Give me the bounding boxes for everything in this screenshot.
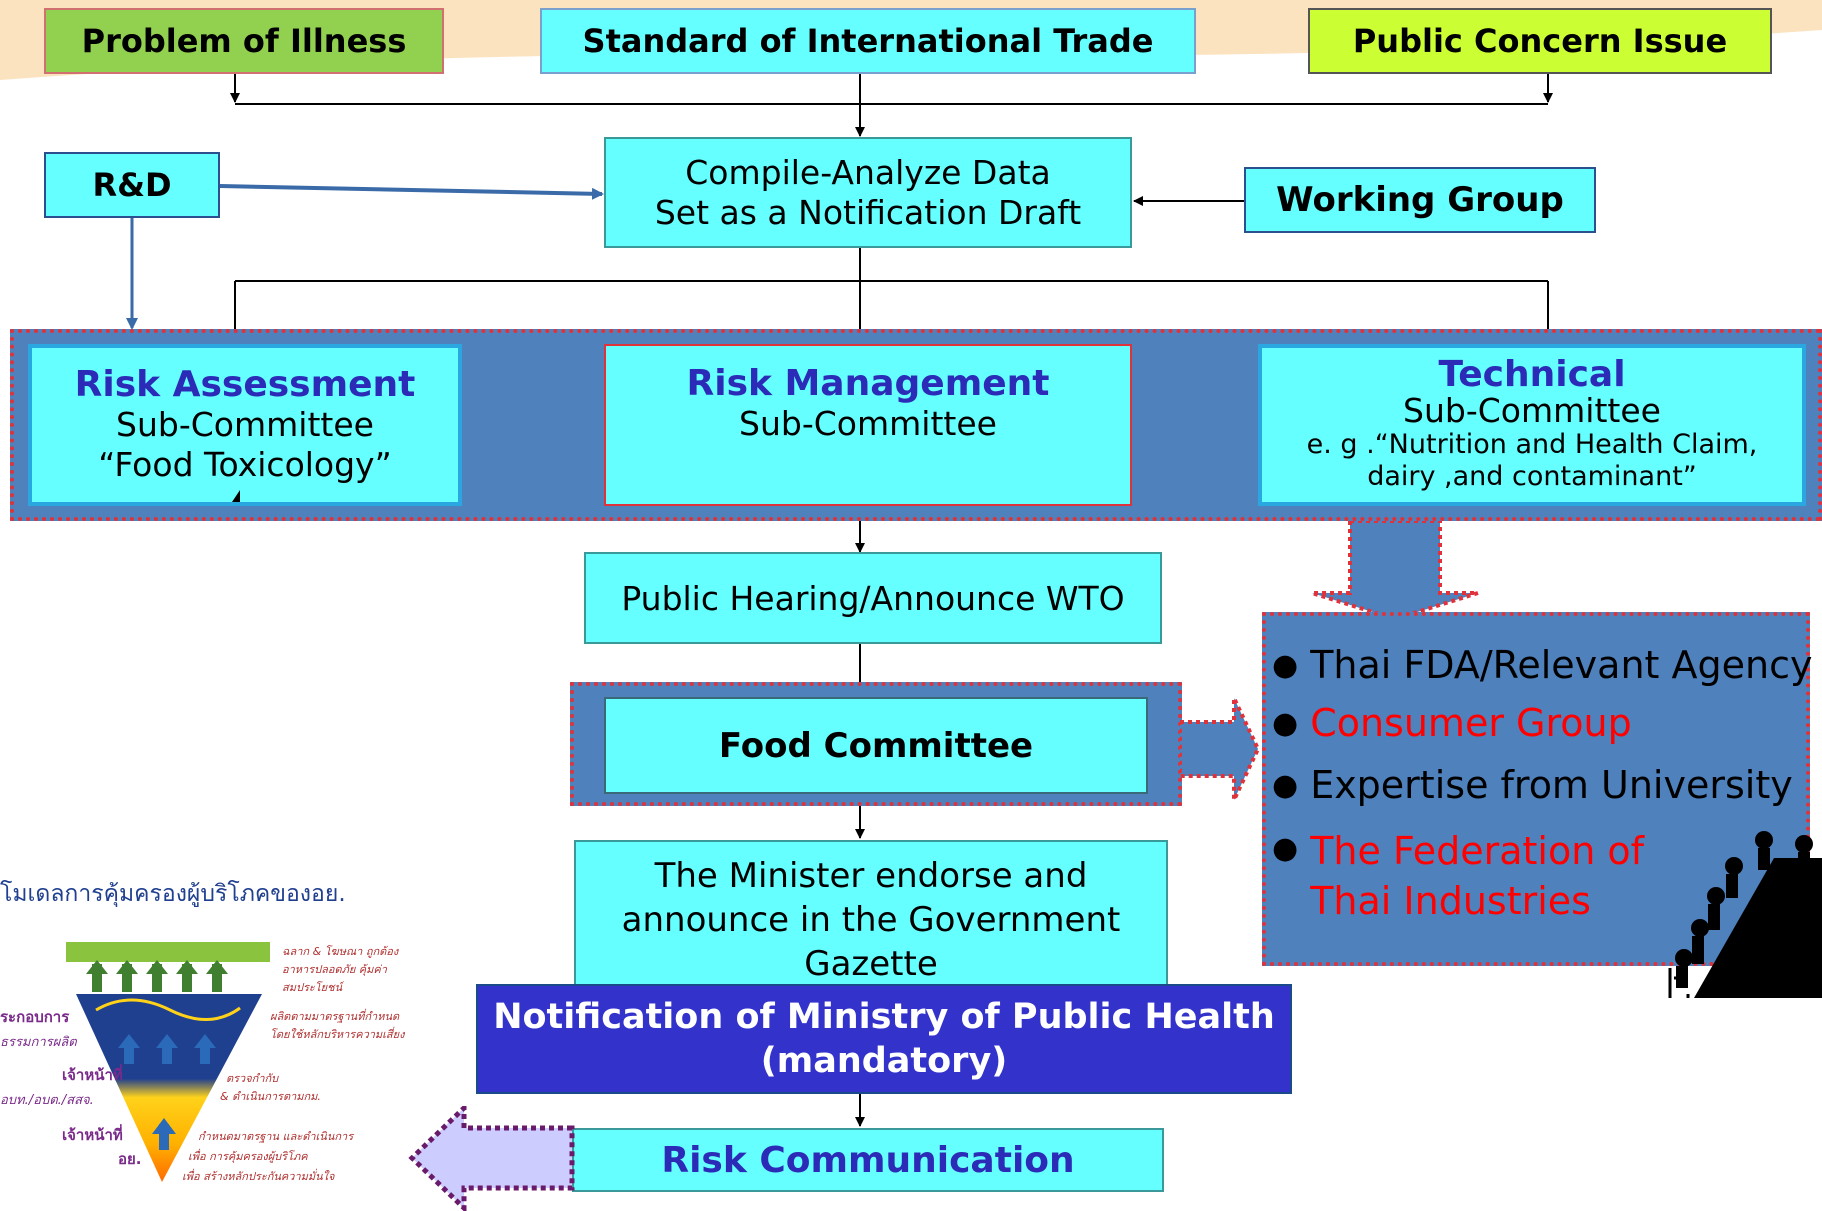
model-right-2: อาหารปลอดภัย คุ้มค่า — [282, 963, 388, 976]
compile-line-2: Set as a Notification Draft — [654, 192, 1082, 232]
problem-of-illness-label: Problem of Illness — [81, 22, 407, 60]
model-left-2: ธรรมการผลิต — [0, 1035, 77, 1050]
working-group-label: Working Group — [1276, 180, 1564, 220]
stakeholder-label: Consumer Group — [1310, 701, 1632, 745]
risk-assessment-title: Risk Assessment — [74, 364, 416, 405]
model-right-3: สมประโยชน์ — [282, 981, 345, 994]
technical-line-2: e. g .“Nutrition and Health Claim, — [1306, 429, 1758, 460]
meeting-icon — [1668, 831, 1822, 998]
notification-line-1: Notification of Ministry of Public Healt… — [493, 997, 1275, 1037]
model-left-4: อบท./อบต./สสจ. — [0, 1093, 94, 1108]
risk-communication-box: Risk Communication — [572, 1128, 1164, 1192]
food-committee-box: Food Committee — [604, 697, 1148, 794]
risk-assessment-line-1: Sub-Committee — [116, 405, 374, 444]
international-trade-label: Standard of International Trade — [582, 22, 1154, 60]
risk-management-title: Risk Management — [686, 363, 1050, 404]
minister-line-1: The Minister endorse and — [654, 856, 1088, 896]
risk-assessment-box: Risk Assessment Sub-Committee “Food Toxi… — [28, 344, 462, 506]
minister-line-2: announce in the Government — [621, 900, 1121, 940]
risk-management-box: Risk Management Sub-Committee — [604, 344, 1132, 506]
minister-line-3: Gazette — [804, 944, 938, 984]
stakeholder-item: ● Consumer Group — [1272, 701, 1632, 745]
rnd-label: R&D — [92, 166, 172, 204]
left-dotted-arrow — [408, 1106, 575, 1211]
model-right-8: กำหนดมาตรฐาน และดำเนินการ — [198, 1130, 355, 1143]
technical-title: Technical — [1438, 354, 1626, 395]
model-right-9: เพื่อ การคุ้มครองผู้บริโภค — [188, 1148, 308, 1163]
public-hearing-box: Public Hearing/Announce WTO — [584, 552, 1162, 644]
model-right-10: เพื่อ สร้างหลักประกันความมั่นใจ — [182, 1168, 335, 1183]
stakeholder-label: Expertise from University — [1310, 763, 1793, 807]
risk-communication-label: Risk Communication — [661, 1139, 1075, 1181]
model-right-4: ผลิตตามมาตรฐานที่กำหนด — [270, 1008, 400, 1023]
working-group-box: Working Group — [1244, 167, 1596, 233]
stakeholders-list: ● Thai FDA/Relevant Agency ● Consumer Gr… — [1272, 636, 1812, 926]
model-right-1: ฉลาก & โฆษณา ถูกต้อง — [282, 945, 400, 958]
problem-of-illness-box: Problem of Illness — [44, 8, 444, 74]
model-right-7: & ดำเนินการตามกม. — [220, 1090, 321, 1103]
down-block-arrow — [1311, 521, 1479, 621]
minister-box: The Minister endorse and announce in the… — [574, 840, 1168, 990]
model-left-1: ระกอบการ — [0, 1008, 70, 1026]
food-committee-label: Food Committee — [718, 725, 1034, 766]
model-right-6: ตรวจกำกับ — [226, 1072, 279, 1085]
right-block-arrow — [1180, 697, 1260, 801]
international-trade-box: Standard of International Trade — [540, 8, 1196, 74]
stakeholder-label: Thai FDA/Relevant Agency — [1310, 643, 1813, 687]
stakeholder-item: ● The Federation of Thai Industries — [1272, 826, 1812, 926]
compile-line-1: Compile-Analyze Data — [685, 152, 1051, 192]
public-concern-label: Public Concern Issue — [1352, 22, 1728, 60]
notification-line-2: (mandatory) — [760, 1041, 1008, 1081]
stakeholder-label-2: Thai Industries — [1310, 879, 1591, 923]
technical-line-3: dairy ,and contaminant” — [1367, 461, 1697, 492]
model-left-3: เจ้าหน้าที่ — [62, 1064, 123, 1084]
risk-management-line-1: Sub-Committee — [739, 404, 997, 443]
thai-model-funnel: ฉลาก & โฆษณา ถูกต้อง อาหารปลอดภัย คุ้มค่… — [0, 942, 406, 1183]
stakeholder-label: The Federation of — [1310, 829, 1645, 873]
public-hearing-label: Public Hearing/Announce WTO — [621, 578, 1125, 618]
rnd-box: R&D — [44, 152, 220, 218]
thai-model-title: โมเดลการคุ้มครองผู้บริโภคของอย. — [0, 881, 346, 907]
notification-box: Notification of Ministry of Public Healt… — [476, 984, 1292, 1094]
technical-line-1: Sub-Committee — [1403, 391, 1661, 430]
stakeholder-item: ● Thai FDA/Relevant Agency — [1272, 643, 1813, 687]
stakeholder-item: ● Expertise from University — [1272, 763, 1793, 807]
model-left-5: เจ้าหน้าที่ — [62, 1124, 123, 1144]
risk-assessment-line-2: “Food Toxicology” — [98, 445, 392, 484]
model-right-5: โดยใช้หลักบริหารความเสี่ยง — [270, 1026, 406, 1041]
small-triangle-icon — [232, 490, 240, 502]
public-concern-box: Public Concern Issue — [1308, 8, 1772, 74]
technical-box: Technical Sub-Committee e. g .“Nutrition… — [1258, 344, 1806, 506]
compile-analyze-box: Compile-Analyze Data Set as a Notificati… — [604, 137, 1132, 248]
model-left-6: อย. — [118, 1150, 142, 1168]
